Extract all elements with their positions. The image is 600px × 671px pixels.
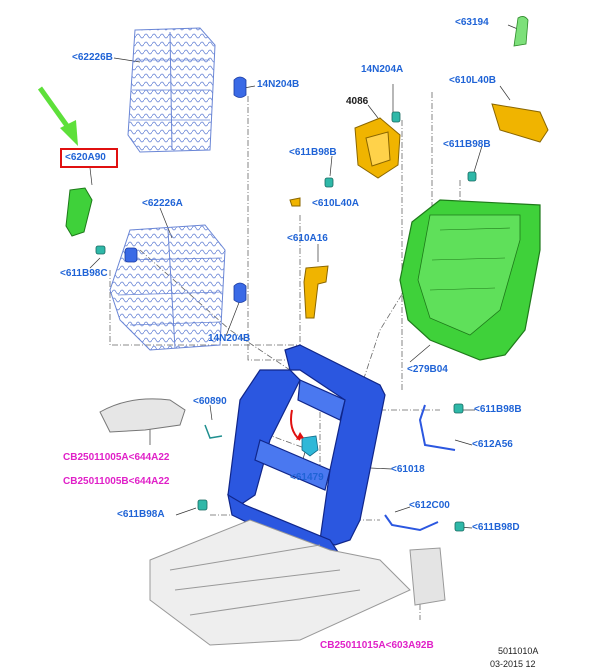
label-63194[interactable]: <63194 bbox=[455, 17, 489, 28]
diagram-code: 5011010A bbox=[498, 646, 539, 656]
wire-mat-upper bbox=[127, 27, 216, 153]
label-620A90[interactable]: <620A90 bbox=[65, 152, 106, 163]
armrest bbox=[99, 398, 186, 433]
label-60890[interactable]: <60890 bbox=[193, 396, 227, 407]
label-611B98B-low[interactable]: <611B98B bbox=[474, 404, 522, 415]
label-cb25011015a[interactable]: CB25011015A<603A92B bbox=[320, 640, 434, 651]
clip-61479 bbox=[290, 409, 319, 457]
label-610L40A[interactable]: <610L40A bbox=[312, 198, 359, 209]
label-62226B[interactable]: <62226B bbox=[72, 52, 113, 63]
headrest-guide bbox=[65, 187, 93, 237]
label-611B98A[interactable]: <611B98A bbox=[117, 509, 165, 520]
label-612A56[interactable]: <612A56 bbox=[472, 439, 513, 450]
label-610L40B[interactable]: <610L40B bbox=[449, 75, 496, 86]
seat-back-cushion bbox=[399, 199, 541, 361]
label-cb25011005a[interactable]: CB25011005A<644A22 bbox=[63, 452, 170, 463]
label-4086[interactable]: 4086 bbox=[346, 96, 369, 107]
seat-track bbox=[149, 519, 446, 646]
harness-612A56 bbox=[384, 404, 456, 532]
clip-parts bbox=[124, 76, 247, 303]
label-611B98D[interactable]: <611B98D bbox=[472, 522, 520, 533]
yellow-parts bbox=[289, 103, 549, 319]
label-cb25011005b[interactable]: CB25011005B<644A22 bbox=[63, 476, 170, 487]
label-610A16[interactable]: <610A16 bbox=[287, 233, 328, 244]
label-611B98B-right[interactable]: <611B98B bbox=[443, 139, 491, 150]
label-61018[interactable]: <61018 bbox=[391, 464, 425, 475]
label-279B04[interactable]: <279B04 bbox=[407, 364, 448, 375]
wire-mat-lower bbox=[109, 224, 226, 351]
highlight-box bbox=[60, 148, 118, 168]
label-61479[interactable]: <61479 bbox=[290, 472, 324, 483]
fasteners bbox=[95, 16, 529, 532]
solid-leaders bbox=[89, 24, 521, 529]
label-611B98B-mid[interactable]: <611B98B bbox=[289, 147, 337, 158]
label-612C00[interactable]: <612C00 bbox=[409, 500, 450, 511]
label-14N204B-bottom[interactable]: 14N204B bbox=[208, 333, 251, 344]
label-62226A[interactable]: <62226A bbox=[142, 198, 183, 209]
label-14N204A[interactable]: 14N204A bbox=[361, 64, 404, 75]
label-14N204B-top[interactable]: 14N204B bbox=[257, 79, 300, 90]
bracket-60890 bbox=[204, 424, 223, 439]
label-611B98C[interactable]: <611B98C bbox=[60, 268, 108, 279]
diagram-date: 03-2015 12 bbox=[490, 659, 536, 669]
pointer-arrow bbox=[37, 86, 78, 146]
